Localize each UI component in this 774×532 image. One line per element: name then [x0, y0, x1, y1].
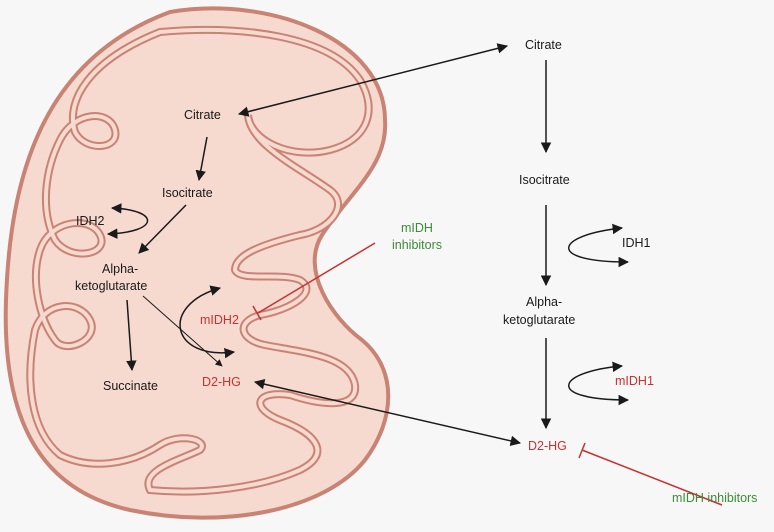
inhibitor-bar-midh1 [578, 442, 586, 459]
mito-d2hg-label: D2-HG [202, 375, 241, 389]
mito-citrate-label: Citrate [184, 108, 221, 122]
arrow-midh2-loop [179, 285, 236, 359]
mito-arrows [106, 136, 236, 372]
mito-idh2-label: IDH2 [76, 214, 105, 228]
arrow-akg-d2hg-thin [142, 295, 223, 367]
cyto-idh1-label: IDH1 [622, 236, 651, 250]
inhibitor-cyto-label: mIDH inhibitors [672, 491, 757, 505]
mito-isocitrate-label: Isocitrate [162, 186, 213, 200]
mito-midh2-label: mIDH2 [200, 313, 239, 327]
arrow-idh2-loop [106, 203, 149, 239]
cyto-arrows [540, 60, 630, 430]
cyto-akg-label-1: Alpha- [526, 295, 562, 309]
arrow-citrate-transport [237, 43, 509, 117]
mito-akg-label-1: Alpha- [102, 262, 138, 276]
arrow-midh1-loop [568, 361, 630, 406]
inhibitor-mito-label-1: mIDH [401, 221, 433, 235]
inhibitor-bar-midh2 [252, 305, 262, 321]
inhibitor-line-midh1 [581, 449, 723, 506]
cyto-d2hg-label: D2-HG [528, 439, 567, 453]
cyto-akg-label-2: ketoglutarate [503, 313, 575, 327]
inhibitor-line-midh2 [257, 242, 376, 314]
cyto-isocitrate-label: Isocitrate [519, 173, 570, 187]
mitochondrion-inner-membrane [26, 25, 373, 496]
cyto-midh1-label: mIDH1 [615, 374, 654, 388]
mito-akg-label-2: ketoglutarate [75, 279, 147, 293]
mito-succinate-label: Succinate [103, 379, 158, 393]
inhibitor-mito-label-2: inhibitors [392, 238, 442, 252]
arrow-idh1-loop [568, 223, 630, 268]
cyto-citrate-label: Citrate [525, 38, 562, 52]
arrow-akg-succinate [126, 299, 137, 372]
arrow-isocitrate-akg [138, 204, 187, 254]
arrow-d2hg-transport [253, 379, 522, 446]
inhibitor-lines [252, 242, 723, 506]
arrow-citrate-isocitrate [195, 136, 208, 182]
